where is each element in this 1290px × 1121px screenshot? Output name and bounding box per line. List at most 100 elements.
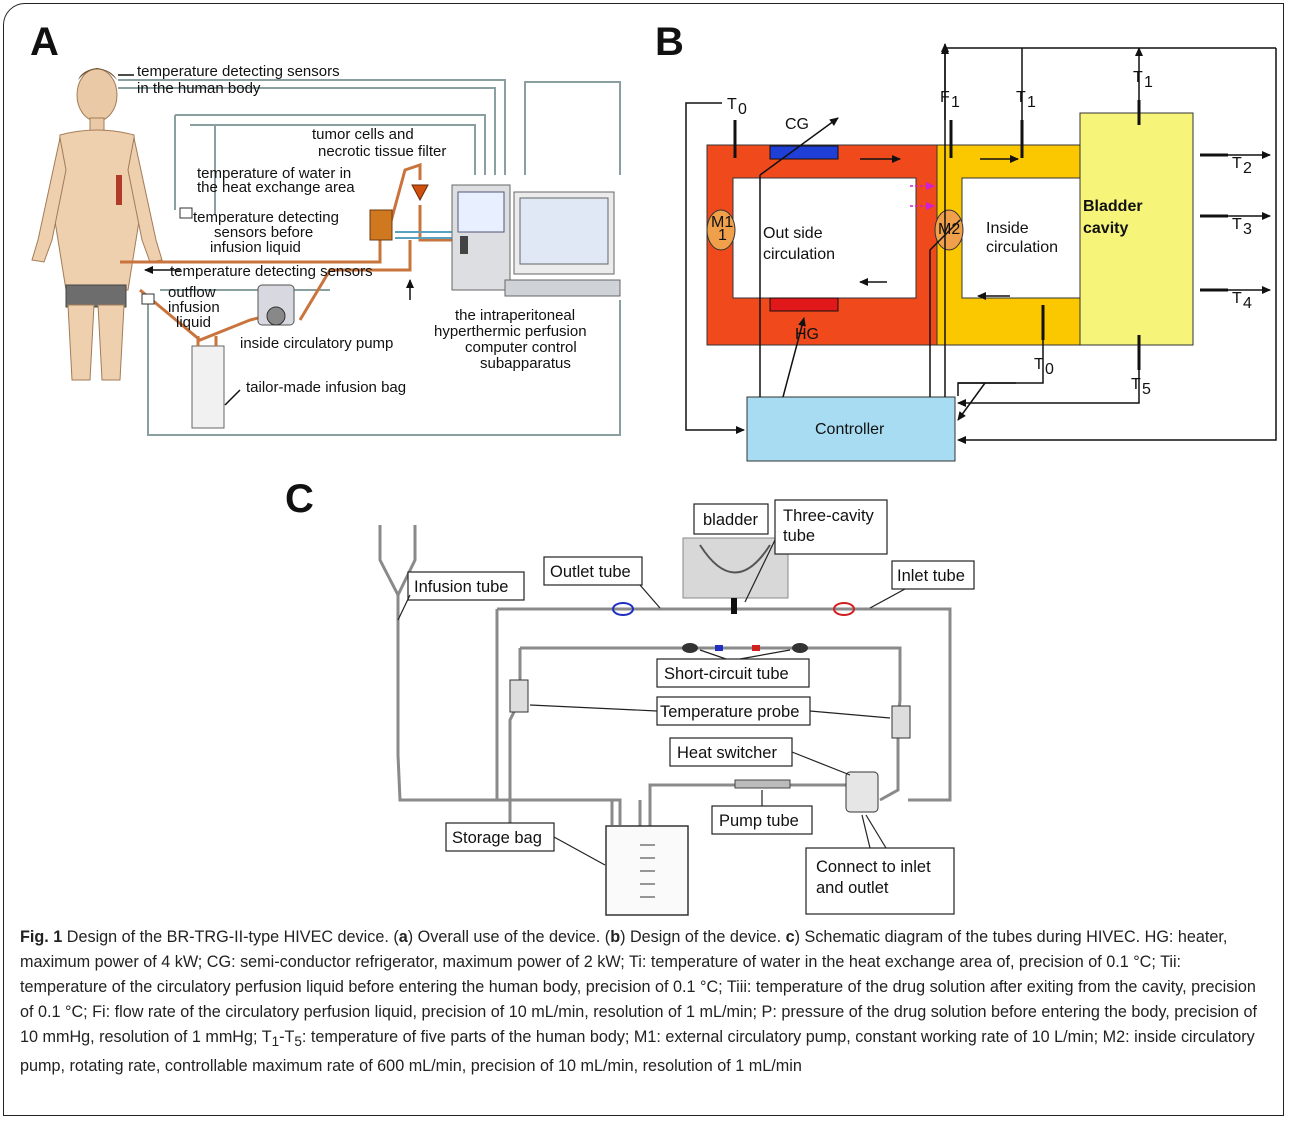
label-outflow-2: infusion: [168, 299, 220, 316]
label-t0-bottom: T: [1034, 356, 1044, 373]
label-outflow-1: outflow: [168, 284, 216, 301]
label-bladder: bladder: [703, 511, 759, 529]
label-m2: M2: [938, 221, 960, 238]
label-cg: CG: [785, 116, 809, 133]
label-t2-sub: 2: [1243, 160, 1252, 177]
caption-text-2: ) Overall use of the device. (: [407, 928, 611, 946]
panel-c-letter: C: [285, 477, 314, 521]
caption-dash: -: [279, 1028, 285, 1046]
label-in-1: Inside: [986, 220, 1029, 237]
label-t4: T: [1232, 290, 1242, 307]
caption-text-3: ) Design of the device.: [620, 928, 786, 946]
panel-a: A: [30, 20, 621, 436]
caption-t1-sub: 1: [271, 1034, 280, 1050]
pump-device: [257, 284, 295, 326]
label-t5-sub: 5: [1142, 381, 1151, 398]
label-outflow-3: liquid: [176, 314, 211, 331]
caption-text-1: Design of the BR-TRG-II-type HIVEC devic…: [62, 928, 399, 946]
label-outlet-tube: Outlet tube: [550, 563, 631, 581]
label-pump: inside circulatory pump: [240, 335, 393, 352]
figure-frame: [3, 3, 1284, 1116]
pump-tube-segment: [734, 779, 791, 789]
label-m1-a: M1: [711, 214, 733, 231]
temperature-probe-right: [891, 705, 911, 739]
label-computer-3: computer control: [465, 339, 577, 356]
label-hg: HG: [795, 326, 819, 343]
box-bladder: [693, 503, 769, 535]
label-out-2: circulation: [763, 246, 835, 263]
outside-circulation-inner: [732, 177, 917, 299]
label-t5: T: [1131, 376, 1141, 393]
sensor-cables: [118, 79, 621, 436]
box-outlet-tube: [543, 556, 643, 586]
label-t4-sub: 4: [1243, 295, 1252, 312]
red-clamp: [833, 602, 855, 616]
temperature-probe-left: [509, 679, 529, 713]
label-t3-sub: 3: [1243, 221, 1252, 238]
label-bladder-2: cavity: [1083, 220, 1128, 237]
label-before-infusion-2: sensors before: [214, 224, 313, 241]
label-short-circuit: Short-circuit tube: [664, 665, 789, 683]
label-before-infusion-1: temperature detecting: [193, 209, 339, 226]
figure-caption: Fig. 1 Design of the BR-TRG-II-type HIVE…: [20, 925, 1270, 1079]
label-computer-2: hyperthermic perfusion: [434, 323, 587, 340]
caption-fig-label: Fig. 1: [20, 928, 63, 946]
box-inlet-tube: [891, 560, 975, 590]
hg-heater: [769, 297, 839, 312]
caption-c: c: [785, 928, 795, 946]
label-bladder-1: Bladder: [1083, 198, 1143, 215]
label-temp-probe: Temperature probe: [660, 703, 799, 721]
box-heat-switcher: [669, 737, 793, 767]
label-pump-tube: Pump tube: [719, 812, 799, 830]
label-connect-1: Connect to inlet: [816, 858, 931, 876]
box-three-cavity: [774, 499, 888, 555]
label-heat-switcher: Heat switcher: [677, 744, 777, 762]
label-computer-4: subapparatus: [480, 355, 571, 372]
heat-switcher-device: [845, 771, 879, 813]
label-inlet-tube: Inlet tube: [897, 567, 965, 585]
blue-clamp: [612, 602, 634, 616]
label-bag: tailor-made infusion bag: [246, 379, 406, 396]
caption-t5-sub: 5: [294, 1034, 302, 1050]
caption-t-letter: T: [284, 1028, 295, 1046]
label-in-2: circulation: [986, 239, 1058, 256]
label-t0-top-sub: 0: [738, 101, 747, 118]
heat-exchanger: [369, 209, 393, 241]
short-clamp-left: [682, 643, 698, 653]
m1-pump: [706, 209, 736, 251]
controller-box: [746, 396, 956, 462]
box-pump-tube: [711, 805, 813, 835]
label-out-1: Out side: [763, 225, 823, 242]
label-m1-b: 1: [718, 227, 727, 244]
label-water-temp-1: temperature of water in: [197, 165, 351, 182]
label-connect-2: and outlet: [816, 879, 889, 897]
bladder-cavity-box: [1079, 112, 1194, 346]
label-f1-sub: 1: [951, 94, 960, 111]
short-clamp-right: [792, 643, 808, 653]
label-t1-right: T: [1133, 69, 1143, 86]
label-sensors-body-1: temperature detecting sensors: [137, 63, 340, 80]
label-f1: F: [940, 89, 950, 106]
label-t2: T: [1232, 155, 1242, 172]
label-tumor-filter-2: necrotic tissue filter: [318, 143, 446, 160]
label-t0-bottom-sub: 0: [1045, 361, 1054, 378]
caption-text-5: : temperature of five parts of the human…: [20, 1028, 1255, 1076]
box-short-circuit: [656, 658, 810, 688]
caption-a: a: [398, 928, 408, 946]
label-three-cavity-2: tube: [783, 527, 815, 545]
panel-b: B: [655, 20, 1277, 462]
label-t1-right-sub: 1: [1144, 74, 1153, 91]
box-infusion-tube: [407, 571, 525, 601]
human-body-figure: [31, 68, 163, 381]
blue-tubes: [395, 231, 460, 239]
label-three-cavity-1: Three-cavity: [783, 507, 875, 525]
panel-a-letter: A: [30, 20, 59, 64]
label-t1-mid-sub: 1: [1027, 94, 1036, 111]
label-sensors: temperature detecting sensors: [170, 263, 373, 280]
label-before-infusion-3: infusion liquid: [210, 239, 301, 256]
label-tumor-filter-1: tumor cells and: [312, 126, 414, 143]
label-sensors-body-2: in the human body: [137, 80, 261, 97]
label-t0-top: T: [727, 96, 737, 113]
caption-b: b: [610, 928, 621, 946]
